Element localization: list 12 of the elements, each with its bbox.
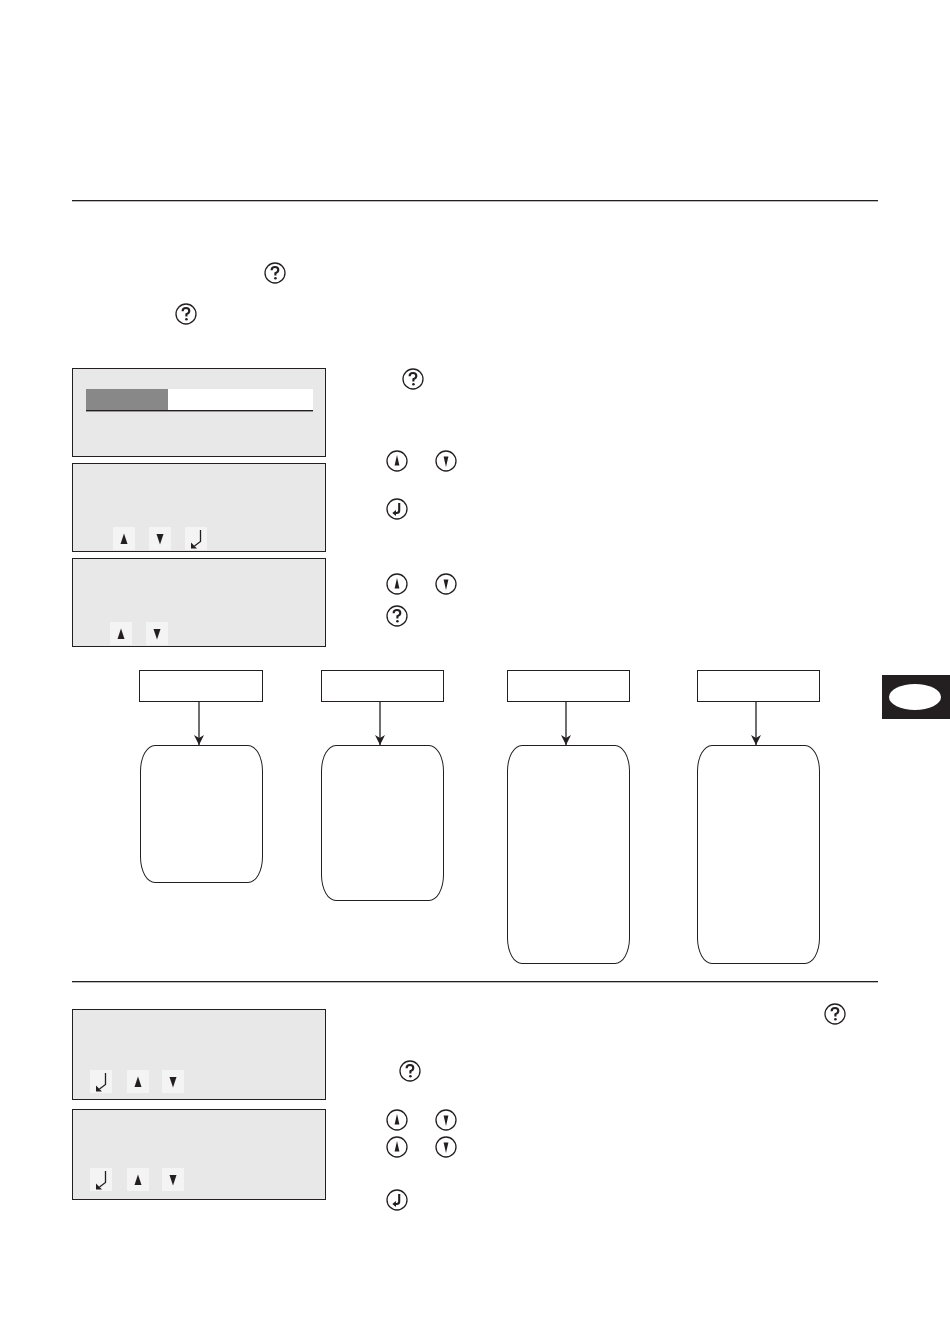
flow-box bbox=[321, 670, 444, 702]
flow-box bbox=[697, 670, 820, 702]
rounded-box bbox=[507, 745, 630, 964]
rounded-box bbox=[321, 745, 444, 901]
rounded-box bbox=[140, 745, 263, 883]
flow-box bbox=[507, 670, 630, 702]
arrow bbox=[194, 701, 204, 746]
flow-box bbox=[139, 670, 263, 702]
arrow bbox=[375, 701, 385, 746]
arrow bbox=[751, 701, 761, 746]
arrow bbox=[561, 701, 571, 746]
rounded-box bbox=[697, 745, 820, 964]
